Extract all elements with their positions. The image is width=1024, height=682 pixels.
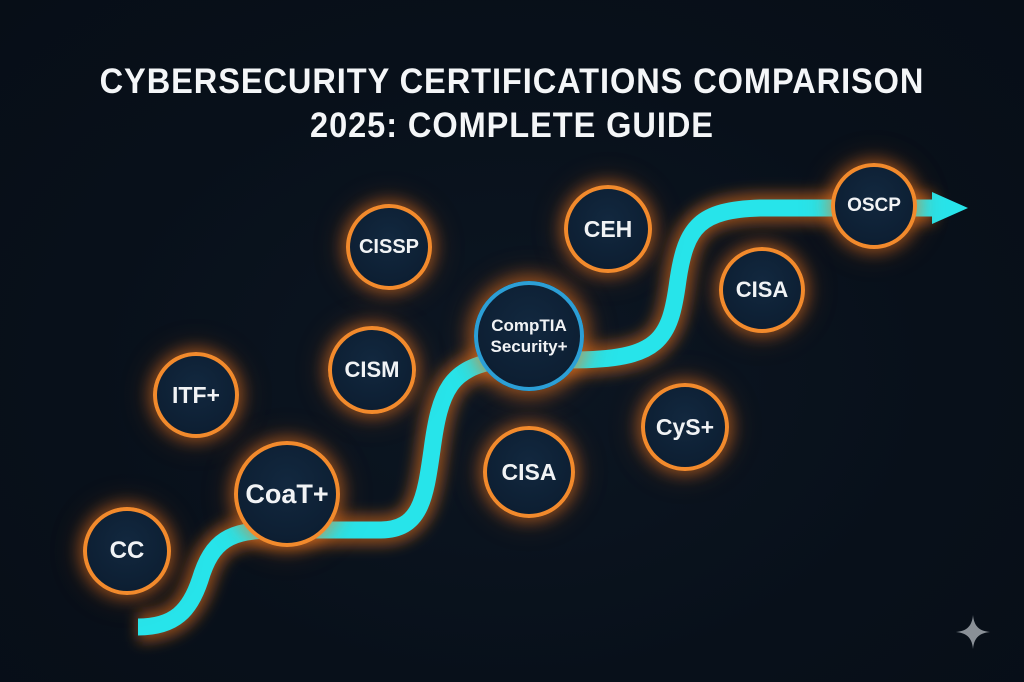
cert-label: CISA: [501, 458, 557, 485]
cert-node-ceh[interactable]: CEH: [564, 185, 652, 273]
cert-node-cysa-plus[interactable]: CyS+: [641, 383, 729, 471]
cert-label: CISSP: [358, 235, 420, 258]
cert-node-cisa-upper[interactable]: CISA: [719, 247, 805, 333]
path-line: [137, 199, 935, 636]
cert-node-cissp[interactable]: CISSP: [346, 204, 432, 290]
cert-node-itf-plus[interactable]: ITF+: [153, 352, 239, 438]
cert-label: CoaT+: [245, 478, 329, 509]
cert-node-cc[interactable]: CC: [83, 507, 171, 595]
cert-node-coat-plus[interactable]: CoaT+: [234, 441, 340, 547]
cert-label: CEH: [583, 215, 633, 242]
page-title: CYBERSECURITY CERTIFICATIONS COMPARISON …: [36, 60, 988, 148]
cert-node-cisa-lower[interactable]: CISA: [483, 426, 575, 518]
cert-label: CISA: [735, 277, 789, 302]
cert-label: ITF+: [172, 381, 220, 408]
cert-label: OSCP: [847, 195, 901, 216]
cert-label: CyS+: [655, 413, 715, 440]
cert-label-line-1: CompTIA: [491, 316, 567, 335]
path-glow: [137, 193, 935, 642]
cert-node-cism[interactable]: CISM: [328, 326, 416, 414]
cert-label: CC: [109, 537, 145, 564]
arrow-right-icon: [932, 192, 968, 224]
cert-label: CISM: [344, 357, 400, 382]
cert-node-comptia-security-plus[interactable]: CompTIA Security+: [474, 281, 584, 391]
cert-node-oscp[interactable]: OSCP: [831, 163, 917, 249]
title-line-1: CYBERSECURITY CERTIFICATIONS COMPARISON: [99, 62, 925, 101]
cert-label-line-2: Security+: [490, 337, 568, 356]
title-line-2: 2025: COMPLETE GUIDE: [310, 106, 714, 145]
sparkle-icon: [956, 615, 990, 649]
